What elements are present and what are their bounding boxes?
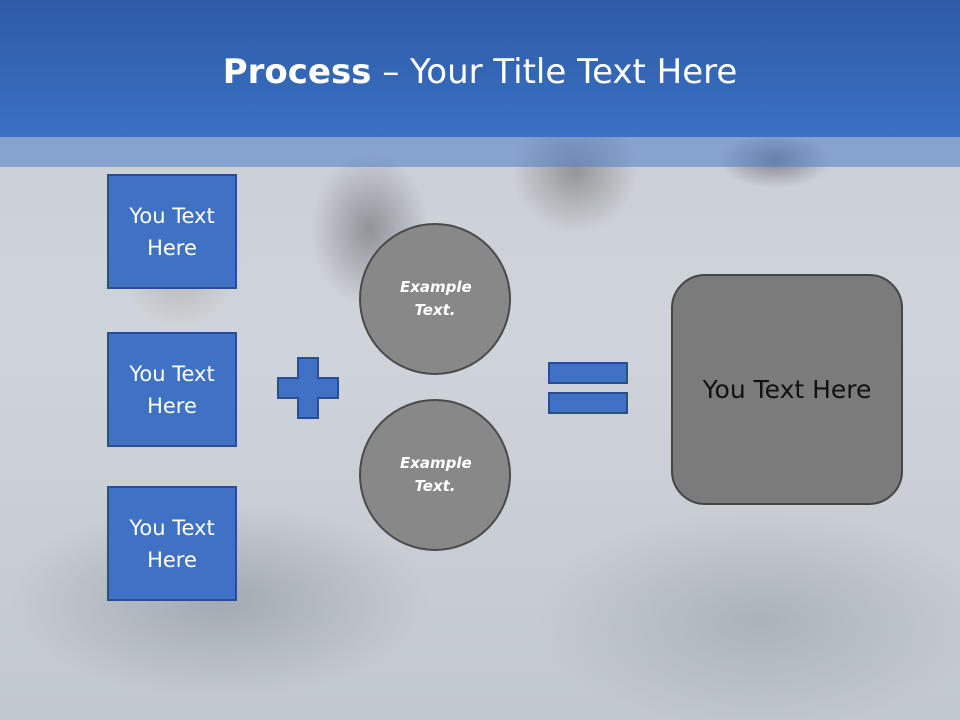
text-box-3-label: You Text Here <box>129 515 215 572</box>
example-circle-1[interactable]: Example Text. <box>359 223 511 375</box>
text-box-3[interactable]: You Text Here <box>107 486 237 601</box>
slide-title: Process – Your Title Text Here <box>0 52 960 92</box>
text-box-2-label: You Text Here <box>129 361 215 418</box>
plus-icon <box>277 357 339 419</box>
text-box-1-label: You Text Here <box>129 203 215 260</box>
example-circle-2-label: Example Text. <box>400 454 472 495</box>
title-rest: – Your Title Text Here <box>371 52 738 92</box>
result-box[interactable]: You Text Here <box>671 274 903 505</box>
example-circle-1-label: Example Text. <box>400 278 472 319</box>
example-circle-2[interactable]: Example Text. <box>359 399 511 551</box>
title-bar: Process – Your Title Text Here <box>0 0 960 137</box>
equals-icon <box>548 362 628 414</box>
text-box-2[interactable]: You Text Here <box>107 332 237 447</box>
title-band <box>0 137 960 167</box>
text-box-1[interactable]: You Text Here <box>107 174 237 289</box>
title-bold: Process <box>222 52 372 92</box>
result-box-label: You Text Here <box>702 375 872 404</box>
